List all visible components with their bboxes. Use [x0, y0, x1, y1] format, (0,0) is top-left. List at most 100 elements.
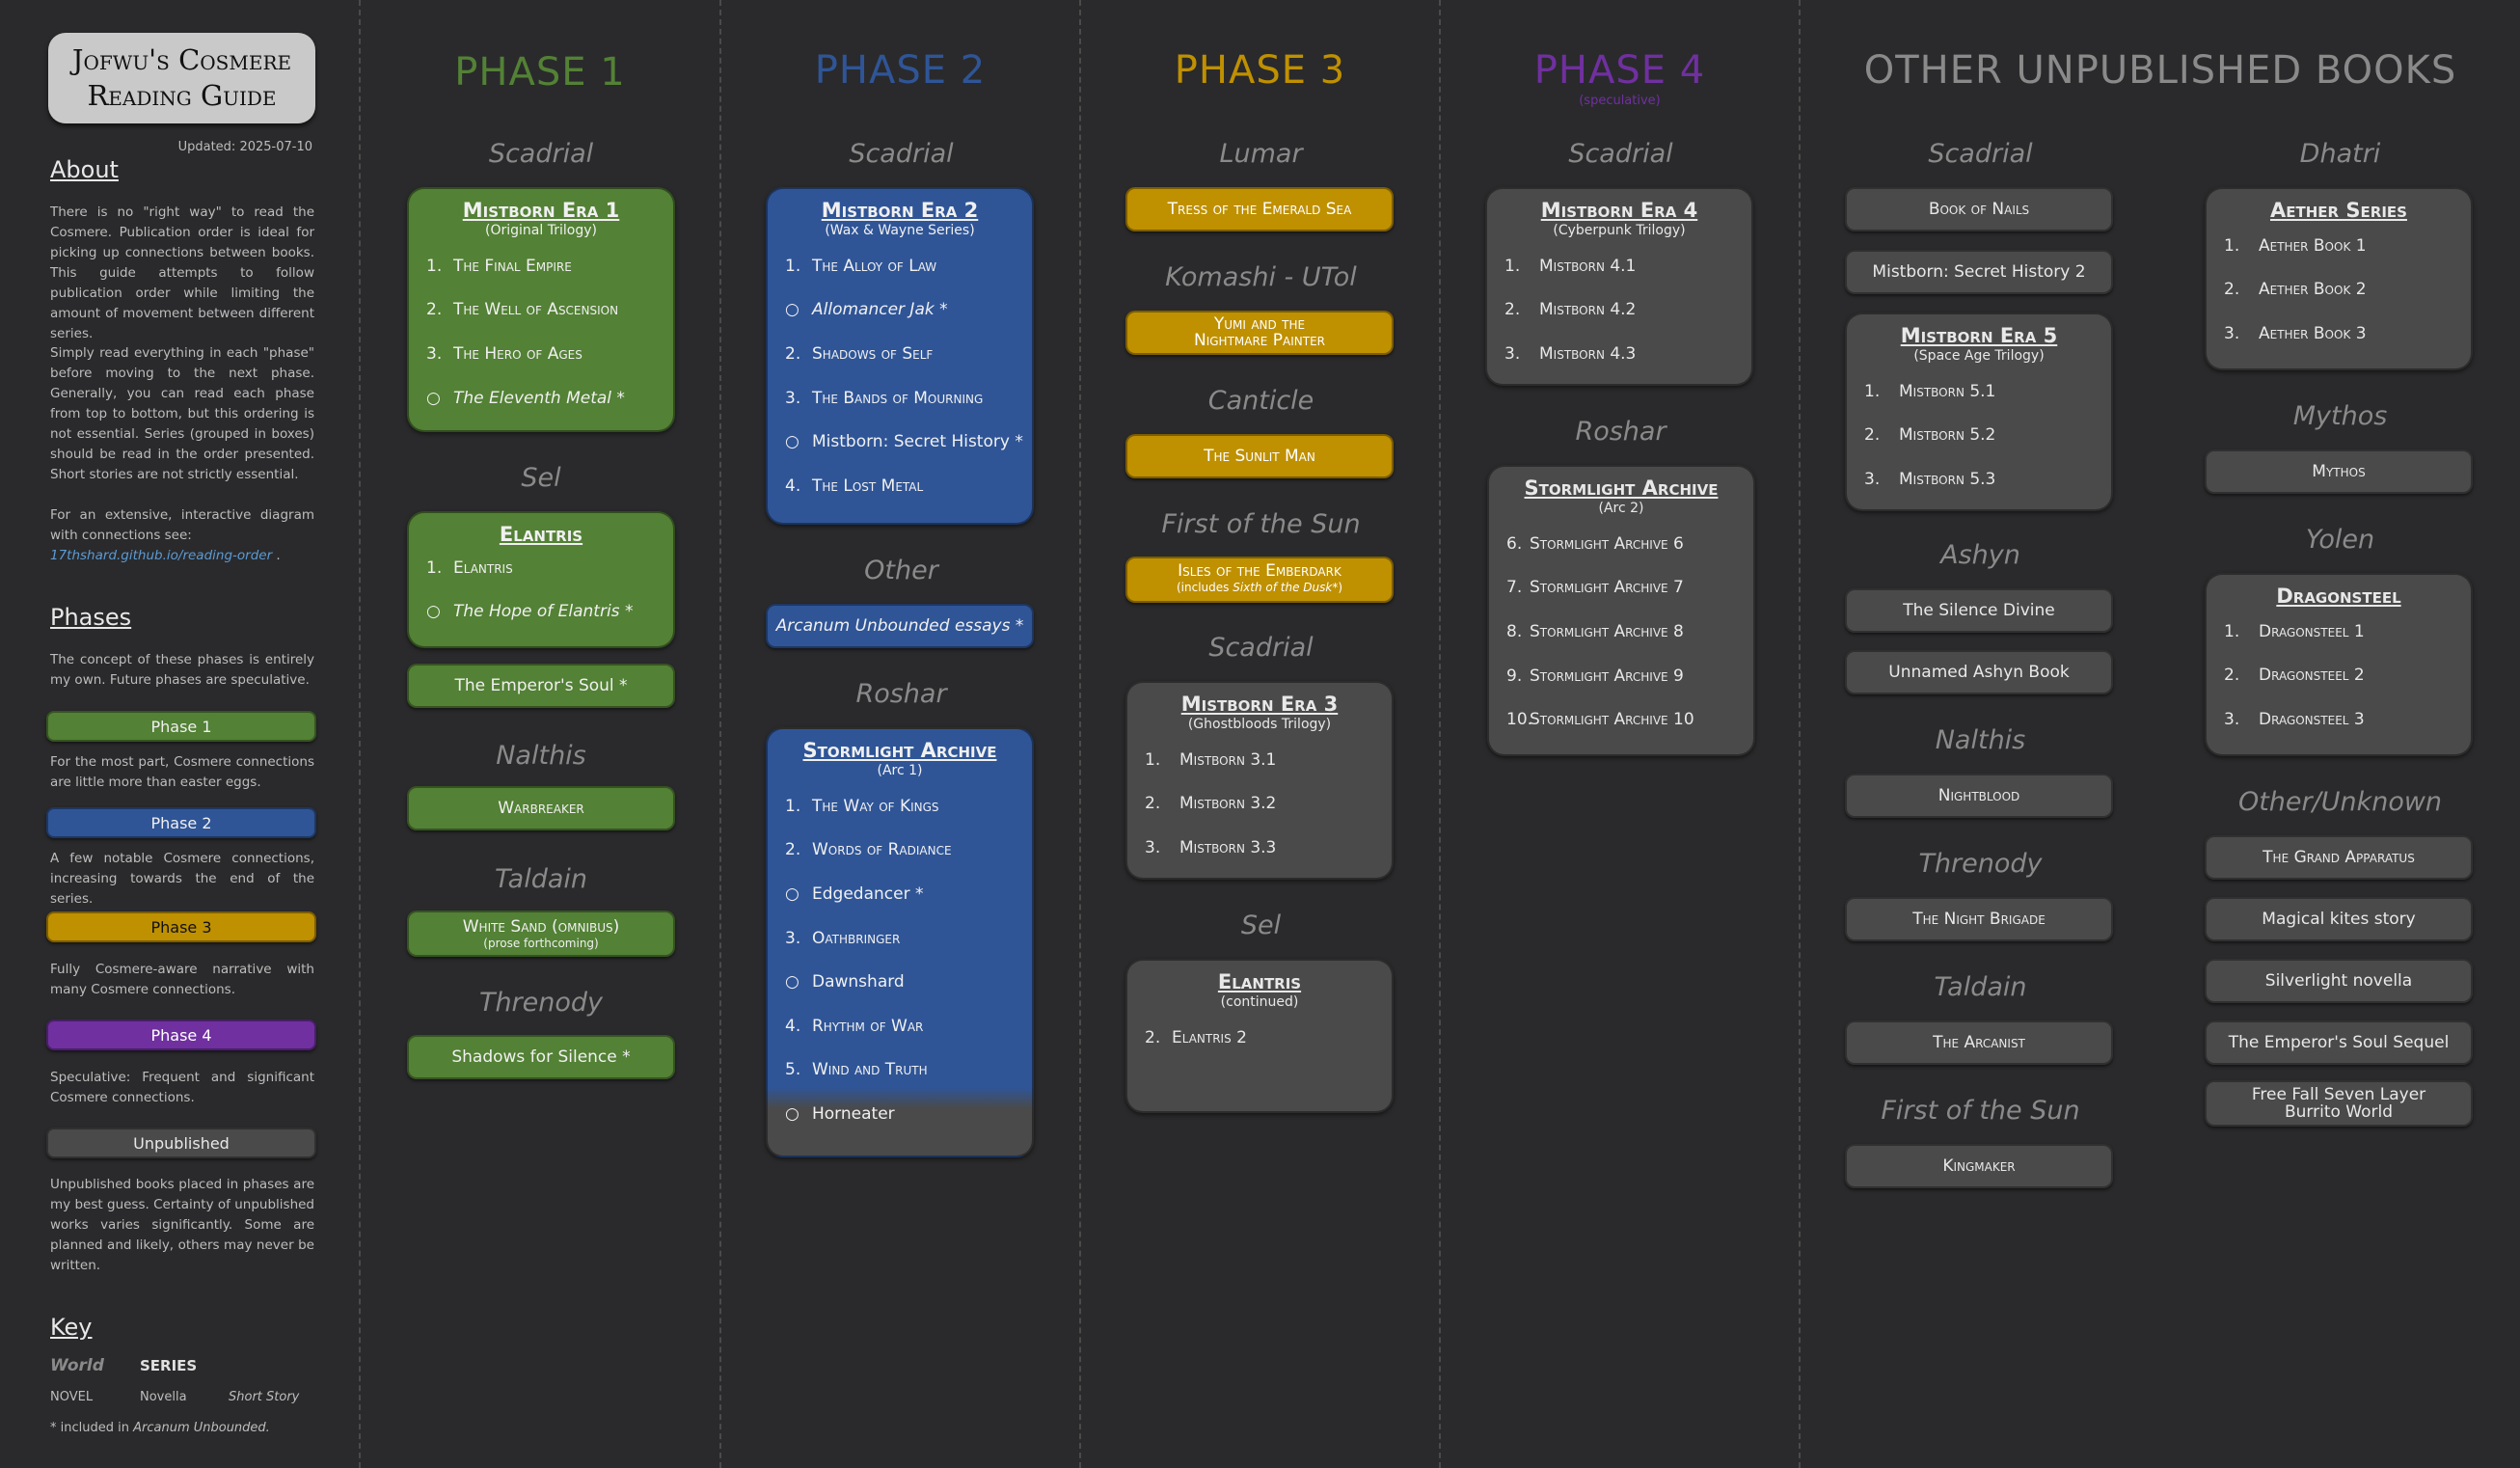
- white-sand-title: White Sand (omnibus): [462, 917, 620, 937]
- free-fall-burrito-world[interactable]: Free Fall Seven Layer Burrito World: [2205, 1080, 2473, 1127]
- book-item[interactable]: 2.Words of Radiance: [785, 840, 952, 860]
- series-subtitle: (continued): [1220, 994, 1299, 1010]
- kingmaker[interactable]: Kingmaker: [1845, 1144, 2113, 1188]
- book-item[interactable]: ○Horneater: [785, 1103, 895, 1124]
- book-item[interactable]: 2.Aether Book 2: [2224, 280, 2367, 300]
- world-lumar: Lumar: [1219, 139, 1303, 169]
- book-item[interactable]: 2.Mistborn 5.2: [1864, 425, 1996, 446]
- book-item[interactable]: ○Edgedancer *: [785, 884, 924, 904]
- the-grand-apparatus[interactable]: The Grand Apparatus: [2205, 835, 2473, 880]
- book-item[interactable]: 1.Elantris: [426, 557, 513, 578]
- book-item[interactable]: 3.Aether Book 3: [2224, 323, 2367, 343]
- series-subtitle: (Ghostbloods Trilogy): [1187, 717, 1332, 732]
- world-sel: Sel: [521, 463, 561, 493]
- book-item[interactable]: 1.The Alloy of Law: [785, 256, 937, 276]
- book-item[interactable]: 3.Mistborn 3.3: [1145, 837, 1277, 857]
- yumi-and-the-nightmare-painter[interactable]: Yumi and the Nightmare Painter: [1125, 311, 1394, 355]
- isles-subtitle: (includes Sixth of the Dusk*): [1176, 581, 1343, 594]
- phase-1-title: PHASE 1: [454, 50, 626, 95]
- emperors-soul[interactable]: The Emperor's Soul *: [407, 664, 675, 708]
- yumi-line-2: Nightmare Painter: [1193, 331, 1326, 350]
- world-taldain: Taldain: [1934, 972, 2027, 1002]
- world-komashi-utol: Komashi - UTol: [1165, 262, 1357, 292]
- book-item[interactable]: 1.The Way of Kings: [785, 796, 939, 816]
- nightblood[interactable]: Nightblood: [1845, 774, 2113, 818]
- book-item[interactable]: 3.Oathbringer: [785, 928, 901, 948]
- burrito-line-2: Burrito World: [2284, 1102, 2394, 1122]
- footnote-prefix: * included in: [50, 1421, 134, 1435]
- arcanum-unbounded-essays[interactable]: Arcanum Unbounded essays *: [766, 604, 1034, 648]
- book-item[interactable]: 7.Stormlight Archive 7: [1506, 578, 1684, 598]
- book-item[interactable]: 6.Stormlight Archive 6: [1506, 533, 1684, 554]
- book-item[interactable]: 4.The Lost Metal: [785, 476, 924, 496]
- world-yolen: Yolen: [2305, 525, 2375, 555]
- world-scadrial: Scadrial: [1568, 139, 1673, 169]
- stormlight-arc-1-box: Stormlight Archive (Arc 1) 1.The Way of …: [766, 727, 1034, 1157]
- phase-4-column: PHASE 4 (speculative) Scadrial Mistborn …: [1441, 0, 1801, 1468]
- world-scadrial: Scadrial: [1208, 633, 1314, 663]
- series-title: Mistborn Era 3: [1180, 693, 1339, 716]
- the-night-brigade[interactable]: The Night Brigade: [1845, 897, 2113, 941]
- book-item[interactable]: 3.The Hero of Ages: [426, 343, 583, 364]
- the-arcanist[interactable]: The Arcanist: [1845, 1020, 2113, 1065]
- shadows-for-silence[interactable]: Shadows for Silence *: [407, 1035, 675, 1079]
- book-item[interactable]: 3.Dragonsteel 3: [2224, 709, 2365, 729]
- book-item[interactable]: 2.Elantris 2: [1145, 1027, 1247, 1047]
- tress-of-the-emerald-sea[interactable]: Tress of the Emerald Sea: [1125, 187, 1394, 231]
- book-item[interactable]: ○The Eleventh Metal *: [426, 388, 625, 408]
- legend-phase-2-desc: A few notable Cosmere connections, incre…: [50, 851, 314, 907]
- book-item[interactable]: 8.Stormlight Archive 8: [1506, 621, 1684, 641]
- series-subtitle: (Arc 2): [1598, 501, 1644, 516]
- isles-of-the-emberdark[interactable]: Isles of the Emberdark (includes Sixth o…: [1125, 557, 1394, 603]
- mythos-book[interactable]: Mythos: [2205, 449, 2473, 494]
- mistborn-secret-history-2[interactable]: Mistborn: Secret History 2: [1845, 250, 2113, 294]
- world-other: Other: [864, 556, 938, 585]
- book-item[interactable]: 3.Mistborn 5.3: [1864, 469, 1996, 489]
- book-item[interactable]: 2.The Well of Ascension: [426, 300, 619, 320]
- book-item[interactable]: 10.Stormlight Archive 10: [1506, 710, 1694, 730]
- warbreaker[interactable]: Warbreaker: [407, 786, 675, 830]
- book-item[interactable]: 1.The Final Empire: [426, 256, 572, 276]
- book-item[interactable]: 2.Shadows of Self: [785, 343, 934, 364]
- white-sand-subtitle: (prose forthcoming): [483, 937, 599, 950]
- book-item[interactable]: 9.Stormlight Archive 9: [1506, 666, 1684, 686]
- book-item[interactable]: 1.Dragonsteel 1: [2224, 621, 2365, 641]
- about-paragraph-3: For an extensive, interactive diagram wi…: [50, 507, 314, 563]
- phase-3-title: PHASE 3: [1174, 48, 1346, 93]
- burrito-line-1: Free Fall Seven Layer: [2251, 1085, 2426, 1104]
- book-item[interactable]: 3.Mistborn 4.3: [1504, 343, 1637, 364]
- the-silence-divine[interactable]: The Silence Divine: [1845, 588, 2113, 633]
- book-item[interactable]: 1.Mistborn 5.1: [1864, 381, 1996, 401]
- legend-phase-2: Phase 2: [46, 807, 316, 838]
- world-scadrial: Scadrial: [488, 139, 594, 169]
- book-item[interactable]: 4.Rhythm of War: [785, 1016, 924, 1036]
- book-item[interactable]: 2.Mistborn 3.2: [1145, 794, 1277, 814]
- book-item[interactable]: ○Mistborn: Secret History *: [785, 432, 1023, 452]
- emperors-soul-sequel[interactable]: The Emperor's Soul Sequel: [2205, 1020, 2473, 1065]
- book-item[interactable]: ○Allomancer Jak *: [785, 300, 948, 320]
- book-item[interactable]: 1.Aether Book 1: [2224, 235, 2367, 256]
- key-world: World: [50, 1356, 104, 1375]
- white-sand[interactable]: White Sand (omnibus) (prose forthcoming): [407, 911, 675, 957]
- magical-kites-story[interactable]: Magical kites story: [2205, 897, 2473, 941]
- book-item[interactable]: 3.The Bands of Mourning: [785, 388, 984, 408]
- book-item[interactable]: 1.Mistborn 3.1: [1145, 749, 1277, 770]
- unnamed-ashyn-book[interactable]: Unnamed Ashyn Book: [1845, 650, 2113, 694]
- phases-heading: Phases: [50, 604, 132, 631]
- book-item[interactable]: 5.Wind and Truth: [785, 1060, 928, 1080]
- mistborn-era-3-box: Mistborn Era 3 (Ghostbloods Trilogy) 1.M…: [1125, 681, 1394, 880]
- world-threnody: Threnody: [478, 988, 604, 1018]
- book-of-nails[interactable]: Book of Nails: [1845, 187, 2113, 231]
- reading-order-link[interactable]: 17thshard.github.io/reading-order: [50, 548, 273, 563]
- legend-phase-1-desc: For the most part, Cosmere connections a…: [50, 754, 314, 790]
- book-item[interactable]: ○The Hope of Elantris *: [426, 602, 634, 622]
- series-subtitle: (Cyberpunk Trilogy): [1553, 223, 1686, 238]
- book-item[interactable]: 1.Mistborn 4.1: [1504, 256, 1637, 276]
- book-item[interactable]: 2.Dragonsteel 2: [2224, 666, 2365, 686]
- other-title: OTHER UNPUBLISHED BOOKS: [1863, 48, 2457, 93]
- phase-2-title: PHASE 2: [814, 48, 987, 93]
- silverlight-novella[interactable]: Silverlight novella: [2205, 959, 2473, 1003]
- book-item[interactable]: ○Dawnshard: [785, 972, 905, 992]
- book-item[interactable]: 2.Mistborn 4.2: [1504, 300, 1637, 320]
- the-sunlit-man[interactable]: The Sunlit Man: [1125, 434, 1394, 478]
